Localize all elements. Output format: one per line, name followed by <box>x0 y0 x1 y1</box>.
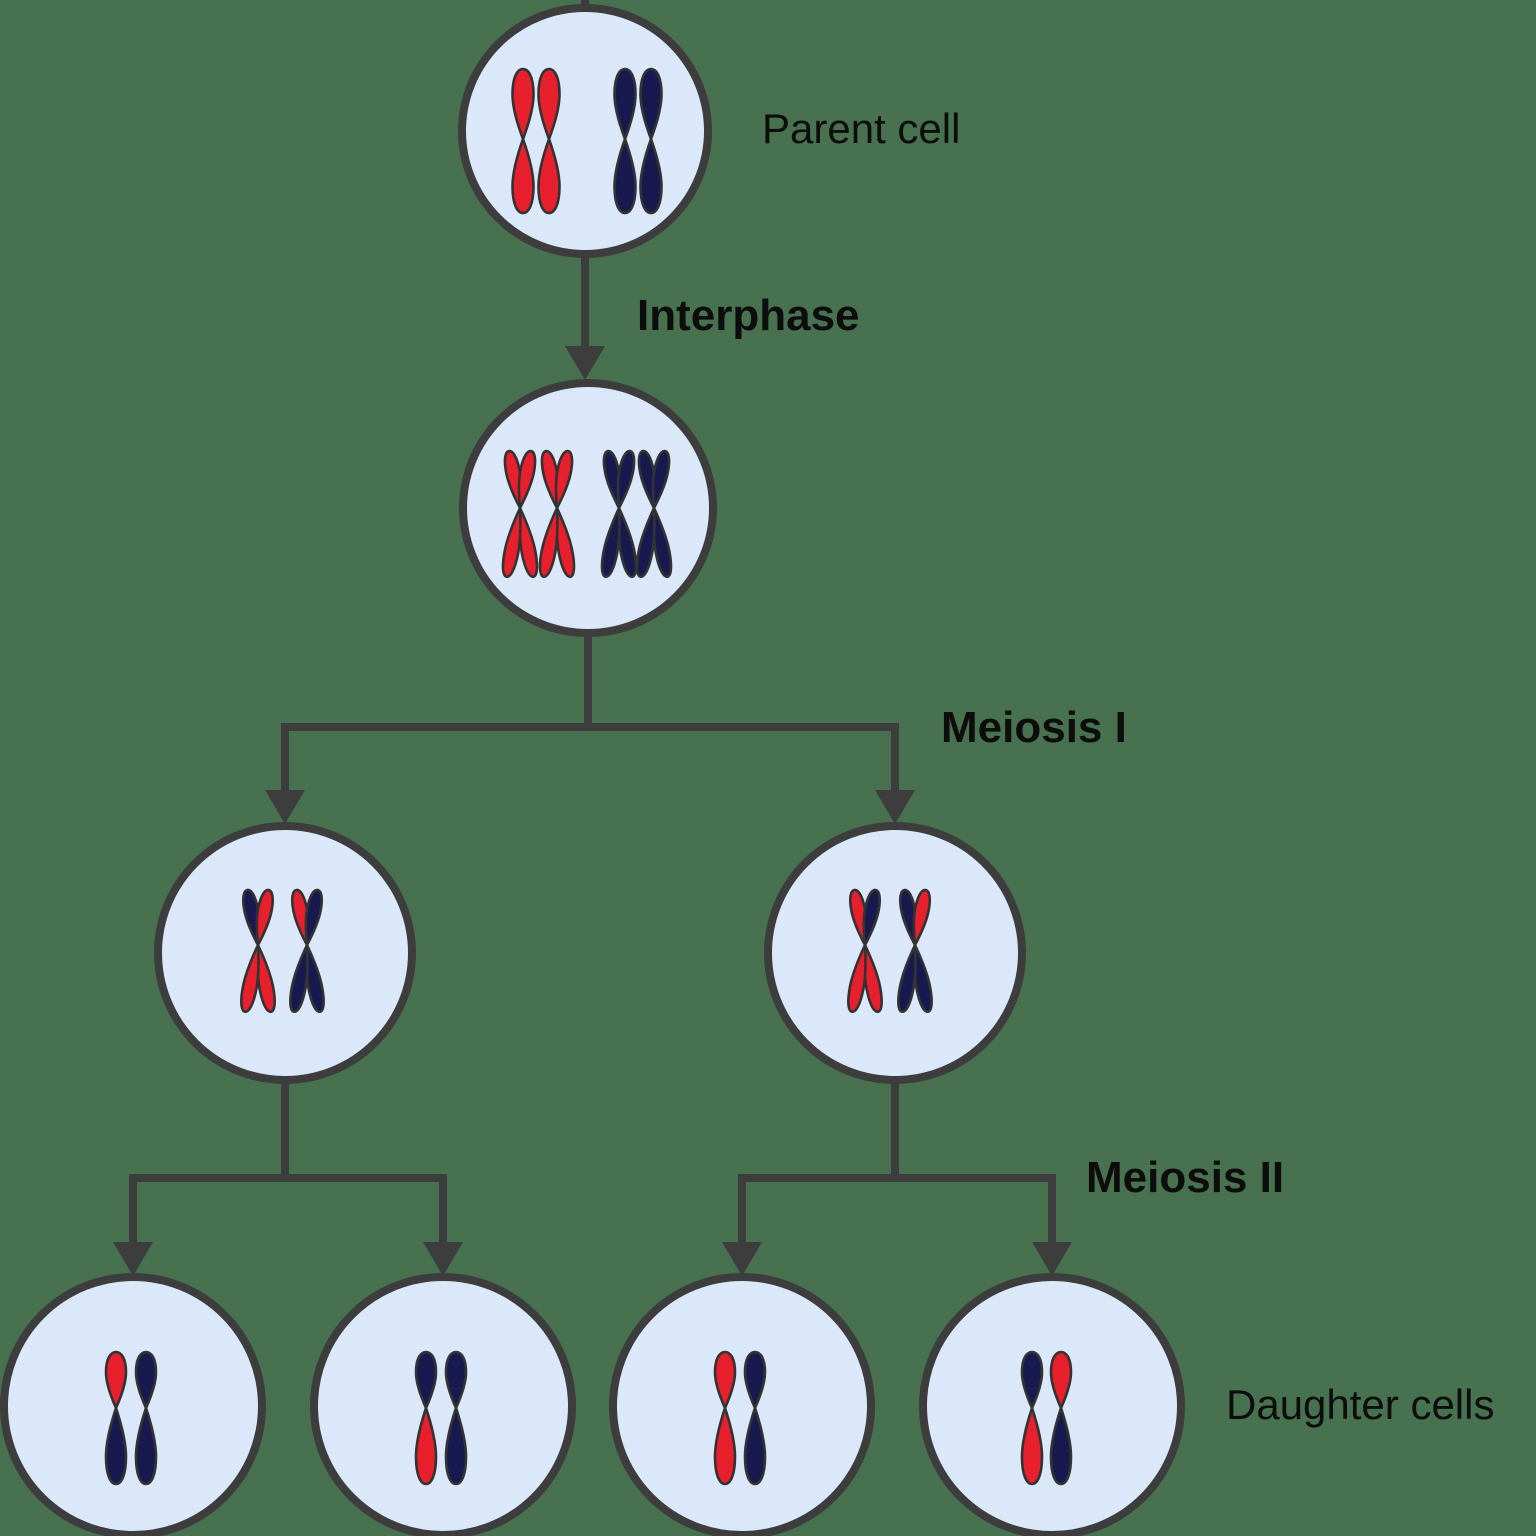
interphase-label: Interphase <box>637 291 860 340</box>
chromatid <box>743 1350 767 1486</box>
arm-top-right <box>517 449 537 510</box>
chromatid-bottom-arm <box>639 137 663 215</box>
chromatid-top-arm <box>444 1350 468 1410</box>
connector-line <box>129 1174 447 1244</box>
arm-bottom-left <box>847 943 867 1014</box>
chromatid-top-arm <box>104 1350 128 1410</box>
chromatid <box>511 67 535 215</box>
parent-cell <box>458 4 712 258</box>
daughter-cell-3 <box>609 1273 875 1536</box>
arm-bottom-left <box>635 506 656 579</box>
cell-membrane <box>459 379 717 637</box>
meiosis-2-branch-right <box>722 1080 1072 1276</box>
arm-top-right <box>912 888 932 947</box>
cell-membrane <box>154 822 416 1084</box>
chromatid-top-arm <box>639 67 663 141</box>
chromatid <box>104 1350 128 1486</box>
chromatid-top-arm <box>511 67 535 141</box>
chromatid <box>1020 1350 1044 1486</box>
chromatid-bottom-arm <box>134 1406 158 1486</box>
cell-membrane <box>764 822 1026 1084</box>
arm-bottom-left <box>240 943 260 1014</box>
chromatid-bottom-arm <box>1020 1406 1044 1486</box>
daughter-cell-2 <box>310 1273 576 1536</box>
meiosis-1-branch <box>265 633 915 824</box>
chromatid-top-arm <box>613 67 637 141</box>
chromosome-x <box>240 888 276 1014</box>
arm-bottom-left <box>501 506 522 579</box>
interphase-cell <box>459 379 717 637</box>
arrowhead-icon <box>722 1242 762 1276</box>
arm-bottom-left <box>538 506 559 579</box>
arrowhead-icon <box>565 346 605 380</box>
meiosis-1-cell-right <box>764 822 1026 1084</box>
chromatid-bottom-arm <box>104 1406 128 1486</box>
chromosome-x <box>600 449 638 579</box>
chromatid <box>537 67 561 215</box>
cell-membrane <box>458 4 712 258</box>
chromosome-x <box>289 888 325 1014</box>
arm-bottom-left <box>600 506 621 579</box>
chromosome-x <box>847 888 883 1014</box>
chromatid-bottom-arm <box>444 1406 468 1486</box>
parent-cell-label: Parent cell <box>762 105 960 152</box>
chromosome-x <box>897 888 933 1014</box>
meiosis-2-label: Meiosis II <box>1086 1153 1284 1202</box>
meiosis-1-cell-left <box>154 822 416 1084</box>
arm-top-right <box>554 449 574 510</box>
interphase-arrow <box>565 254 605 380</box>
chromatid-top-arm <box>1020 1350 1044 1410</box>
arrowhead-icon <box>423 1242 463 1276</box>
cell-membrane <box>919 1273 1185 1536</box>
chromatid <box>639 67 663 215</box>
cell-membrane <box>609 1273 875 1536</box>
daughter-cell-1 <box>0 1273 266 1536</box>
arm-bottom-left <box>897 943 917 1014</box>
meiosis-1-label: Meiosis I <box>941 703 1127 752</box>
chromatid <box>713 1350 737 1486</box>
daughter-cells-label: Daughter cells <box>1226 1381 1494 1428</box>
meiosis-2-branch-left <box>113 1080 463 1276</box>
arm-top-right <box>651 449 671 510</box>
chromatid-bottom-arm <box>613 137 637 215</box>
chromatid <box>1049 1350 1073 1486</box>
connector-line <box>738 1174 1056 1244</box>
connector-line <box>281 723 899 792</box>
chromosome-x <box>538 449 576 579</box>
chromatid <box>444 1350 468 1486</box>
chromatid-top-arm <box>713 1350 737 1410</box>
chromatid-bottom-arm <box>537 137 561 215</box>
chromatid-top-arm <box>743 1350 767 1410</box>
arm-top-right <box>304 888 324 947</box>
chromatid-bottom-arm <box>743 1406 767 1486</box>
chromatid-top-arm <box>537 67 561 141</box>
arm-top-right <box>616 449 636 510</box>
chromatid-top-arm <box>414 1350 438 1410</box>
cells-layer <box>0 4 1185 1536</box>
cell-membrane <box>0 1273 266 1536</box>
chromatid <box>414 1350 438 1486</box>
cell-membrane <box>310 1273 576 1536</box>
arm-bottom-left <box>289 943 309 1014</box>
chromosome-x <box>501 449 539 579</box>
chromosome-x <box>635 449 673 579</box>
chromatid <box>134 1350 158 1486</box>
connectors-layer <box>113 0 1072 1276</box>
arm-top-right <box>862 888 882 947</box>
chromatid-bottom-arm <box>1049 1406 1073 1486</box>
arm-top-right <box>255 888 275 947</box>
chromatid-bottom-arm <box>713 1406 737 1486</box>
chromatid-top-arm <box>1049 1350 1073 1410</box>
daughter-cell-4 <box>919 1273 1185 1536</box>
arrowhead-icon <box>113 1242 153 1276</box>
chromatid-bottom-arm <box>414 1406 438 1486</box>
chromatid-bottom-arm <box>511 137 535 215</box>
arrowhead-icon <box>875 790 915 824</box>
chromatid-top-arm <box>134 1350 158 1410</box>
arrowhead-icon <box>265 790 305 824</box>
labels-layer: Parent cell Interphase Meiosis I Meiosis… <box>637 105 1494 1428</box>
chromatid <box>613 67 637 215</box>
arrowhead-icon <box>1032 1242 1072 1276</box>
